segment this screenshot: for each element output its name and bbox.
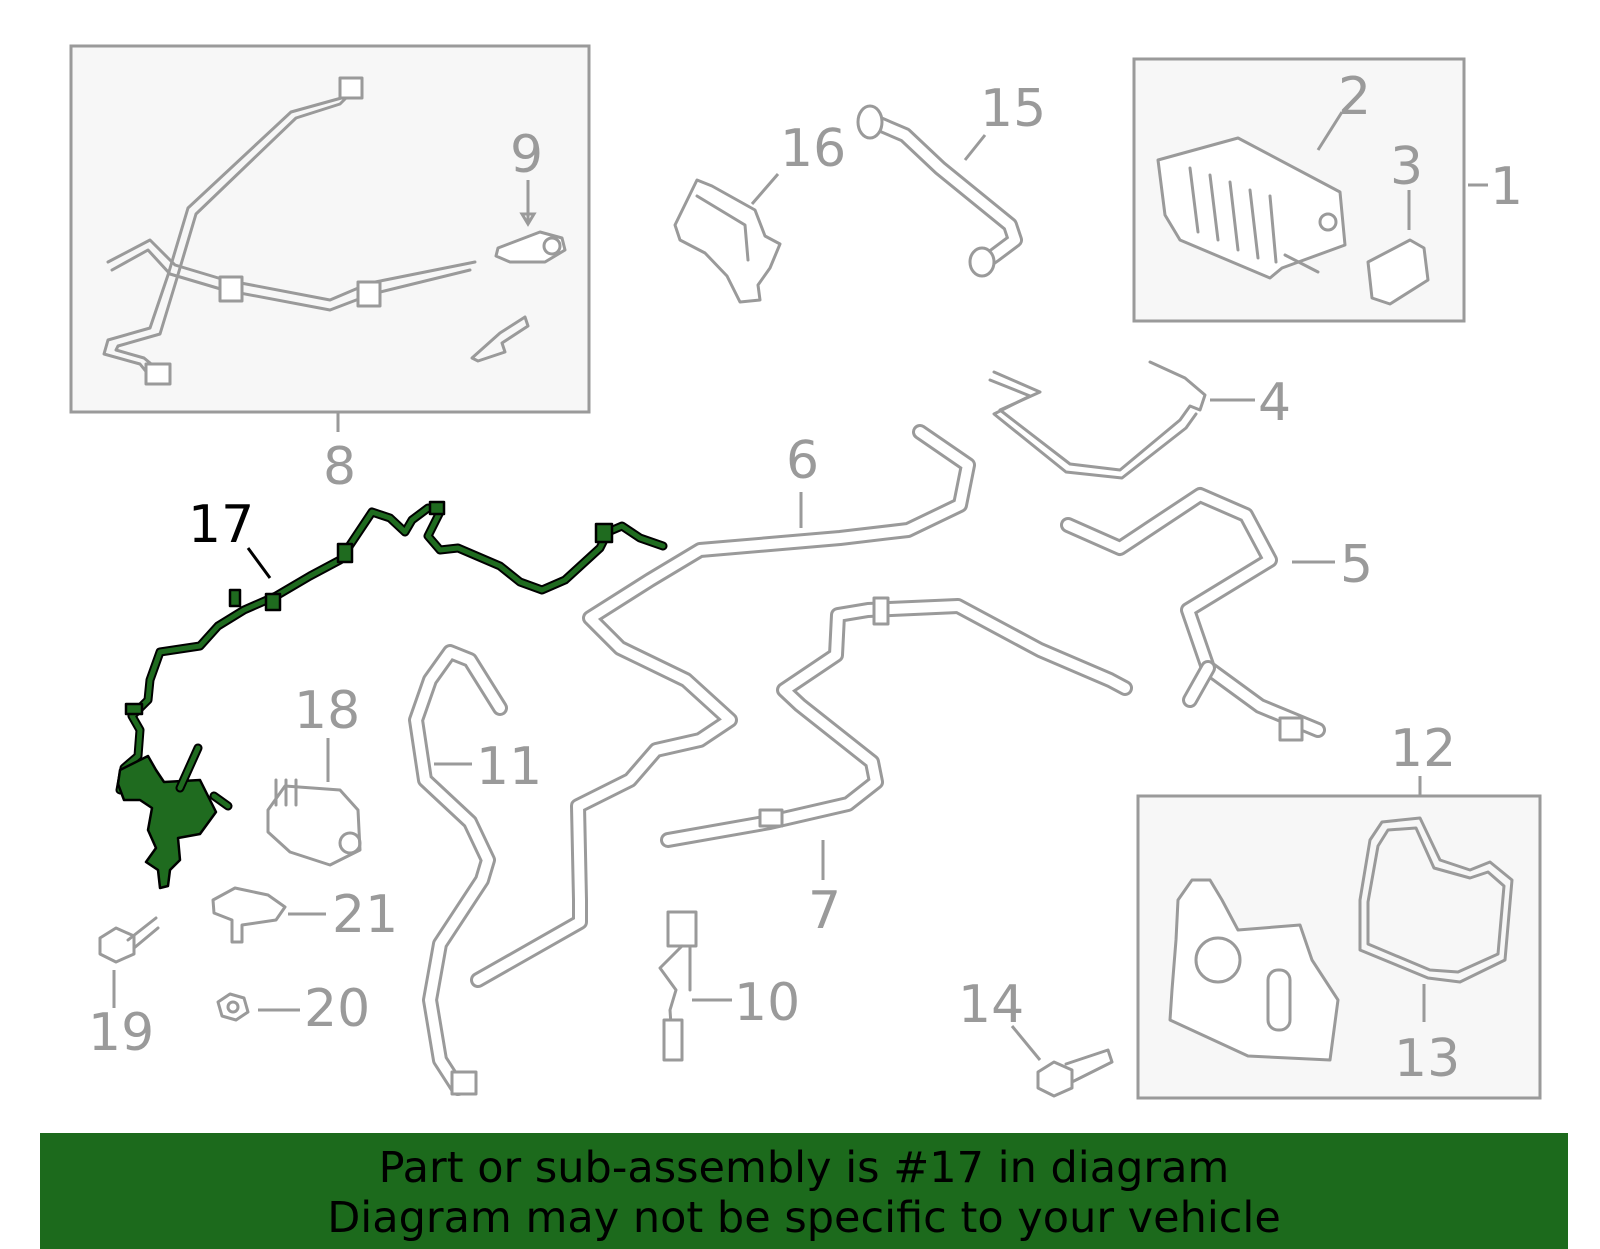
part-16-bracket[interactable] [673,178,782,304]
info-banner: Part or sub-assembly is #17 in diagram D… [40,1133,1568,1249]
callout-20: 20 [304,979,370,1039]
part-10-sensor[interactable] [658,910,698,1062]
callout-13: 13 [1394,1029,1460,1089]
part-11-tube[interactable] [408,644,508,1096]
part-5-tube[interactable] [1060,487,1326,742]
callout-9: 9 [510,125,543,185]
part-18-module[interactable] [266,778,362,867]
callout-10: 10 [734,973,800,1033]
part-4-tube[interactable] [988,360,1207,480]
part-6-hose[interactable] [470,424,976,988]
part-13-gasket[interactable] [1358,816,1514,984]
part-14-bolt[interactable] [1036,1048,1114,1098]
callout-2: 2 [1338,67,1371,127]
banner-line-2: Diagram may not be specific to your vehi… [327,1193,1281,1243]
part-2-canister[interactable] [1156,136,1347,280]
part-17-wiring-harness[interactable] [115,500,668,890]
callout-18: 18 [294,681,360,741]
part-8-clip[interactable] [470,315,530,363]
callout-17: 17 [188,495,254,555]
callout-16: 16 [780,119,846,179]
part-9-sensor[interactable] [494,230,567,264]
part-19-bolt[interactable] [98,916,160,964]
callout-12: 12 [1390,719,1456,779]
callout-11: 11 [476,737,542,797]
callout-6: 6 [786,431,819,491]
callout-5: 5 [1340,535,1373,595]
part-21-bracket[interactable] [211,886,287,944]
part-8-harness[interactable] [102,76,477,386]
callout-4: 4 [1258,373,1291,433]
callout-19: 19 [88,1003,154,1063]
callout-8: 8 [323,437,356,497]
callout-7: 7 [808,881,841,941]
part-20-nut[interactable] [216,992,250,1022]
callout-21: 21 [332,885,398,945]
banner-line-1: Part or sub-assembly is #17 in diagram [378,1143,1230,1193]
callout-14: 14 [958,975,1024,1035]
callout-1: 1 [1490,157,1523,217]
part-15-hose[interactable] [856,104,1023,278]
part-3-valve[interactable] [1366,238,1430,306]
callout-15: 15 [980,79,1046,139]
callout-3: 3 [1390,137,1423,197]
part-12-cover[interactable] [1168,878,1340,1062]
part-7-tube[interactable] [660,596,1133,848]
